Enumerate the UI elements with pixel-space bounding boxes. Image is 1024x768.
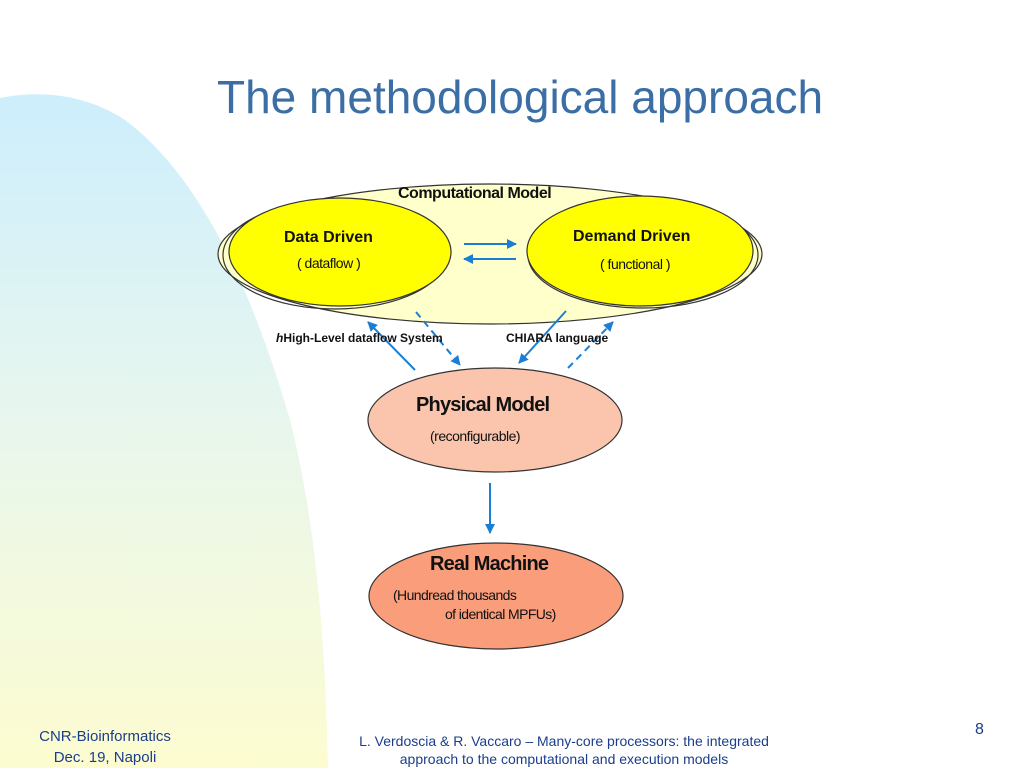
footer-institution-line1: CNR-Bioinformatics [39,728,171,745]
footer-institution: CNR-Bioinformatics Dec. 19, Napoli [0,726,210,768]
arrow-dashed-up-right [567,321,614,369]
high-level-dataflow-label: hHigh-Level dataflow System [276,331,443,345]
chiara-language-label: CHIARA language [506,331,609,345]
page-number: 8 [975,721,984,738]
footer-citation-line2: approach to the computational and execut… [399,751,729,767]
arrow-down-right [518,310,567,364]
demand-driven-title: Demand Driven [573,228,691,245]
physical-model-ellipse [367,367,623,473]
demand-driven-subtitle: ( functional ) [600,256,671,272]
physical-model-title: Physical Model [416,394,550,416]
computational-model-label: Computational Model [398,185,552,202]
demand-driven-ellipse [526,195,754,307]
slide-title: The methodological approach [217,71,824,123]
data-driven-title: Data Driven [284,229,373,246]
footer-citation-line1: L. Verdoscia & R. Vaccaro – Many-core pr… [359,733,769,749]
high-level-text: High-Level dataflow System [283,331,443,345]
footer-citation: L. Verdoscia & R. Vaccaro – Many-core pr… [300,732,828,768]
high-level-prefix: h [276,331,284,345]
physical-model-subtitle: (reconfigurable) [430,428,521,444]
footer-institution-line2: Dec. 19, Napoli [53,749,157,766]
real-machine-title: Real Machine [430,553,549,575]
real-machine-subtitle-line2: of identical MPFUs) [445,606,556,622]
real-machine-ellipse [368,542,624,650]
data-driven-subtitle: ( dataflow ) [297,255,361,271]
real-machine-subtitle-line1: (Hundread thousands [393,587,517,603]
arrow-up-left [367,321,416,371]
data-driven-ellipse [228,197,452,307]
